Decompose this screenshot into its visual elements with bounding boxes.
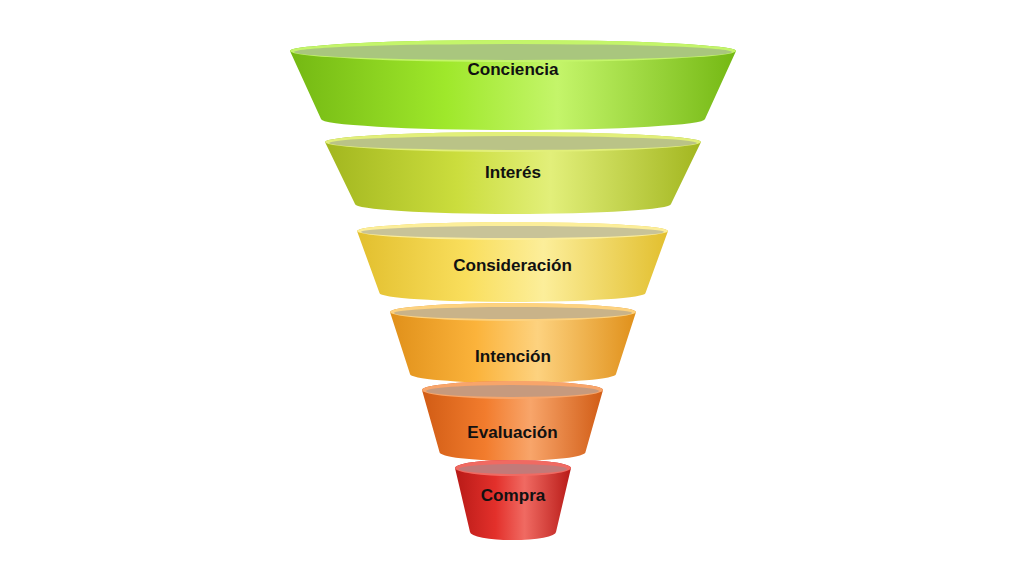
band-body: [455, 460, 571, 540]
stage-label: Interés: [325, 162, 701, 184]
band-opening: [426, 385, 599, 397]
band-shape: [422, 381, 603, 461]
stage-label: Conciencia: [290, 59, 736, 81]
band-body: [357, 222, 668, 302]
band-opening: [459, 464, 567, 474]
band-rim: [455, 460, 571, 476]
funnel-band: Consideración: [357, 222, 668, 302]
stage-label: Evaluación: [422, 422, 603, 444]
band-rim: [390, 303, 636, 321]
band-opening: [361, 226, 664, 238]
funnel-band: Intención: [390, 303, 636, 383]
band-shape: [290, 40, 736, 130]
funnel-band: Evaluación: [422, 381, 603, 461]
band-shape: [390, 303, 636, 383]
band-body: [290, 40, 736, 130]
band-body: [422, 381, 603, 461]
band-opening: [394, 307, 632, 319]
band-rim: [290, 40, 736, 62]
stage-label: Compra: [455, 485, 571, 507]
band-rim: [325, 132, 701, 152]
funnel-band: Interés: [325, 132, 701, 214]
band-rim: [357, 222, 668, 240]
band-body: [325, 132, 701, 214]
funnel-band: Conciencia: [290, 40, 736, 130]
band-opening: [294, 44, 732, 60]
band-rim: [422, 381, 603, 399]
stage-label: Intención: [390, 346, 636, 368]
band-body: [390, 303, 636, 383]
stage-label: Consideración: [357, 255, 668, 277]
band-opening: [329, 136, 697, 150]
funnel-band: Compra: [455, 460, 571, 540]
